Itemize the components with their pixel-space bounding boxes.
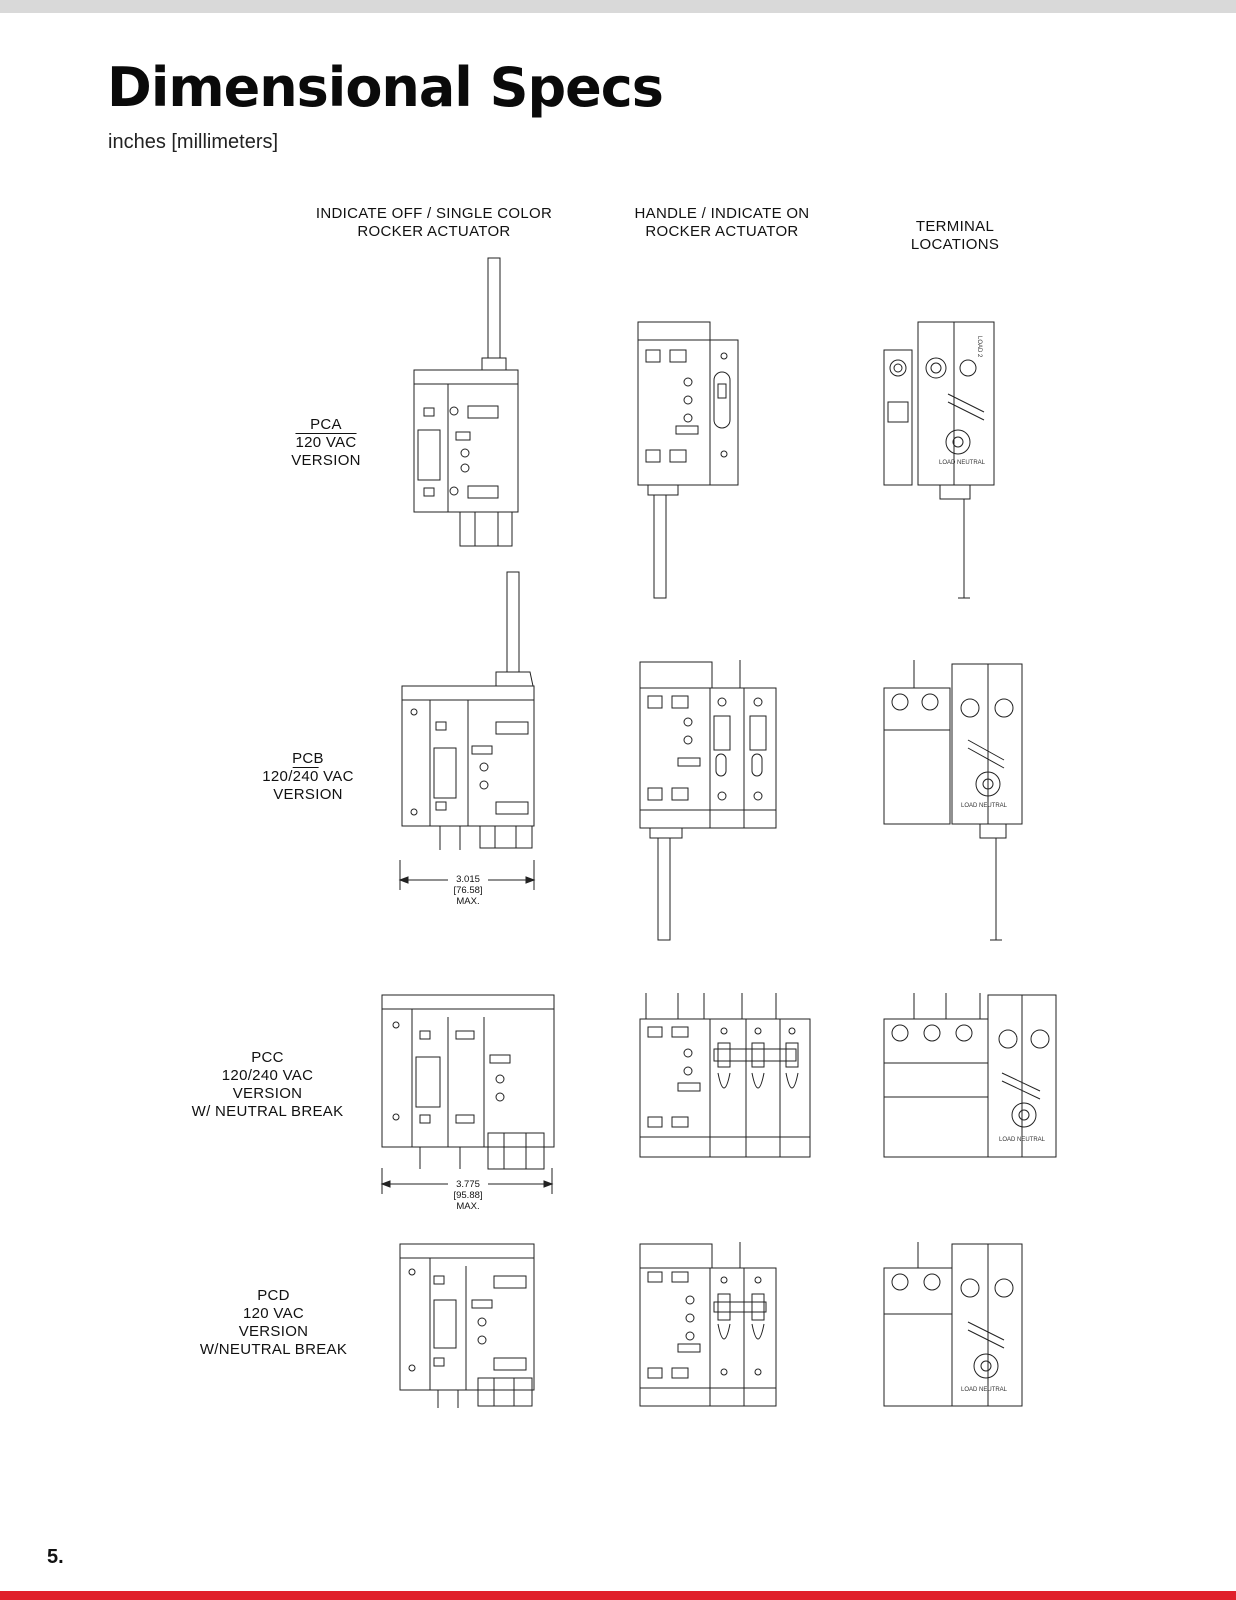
pcb-indicate-off-drawing xyxy=(400,570,540,850)
pca-terminal-locations-drawing: LOAD 2 LOAD NEUTRAL xyxy=(884,322,1009,600)
page-title: Dimensional Specs xyxy=(107,56,664,119)
top-bar xyxy=(0,0,1236,13)
pcc-width-dimension: 3.775 [95.88] MAX. xyxy=(453,1179,483,1212)
row-label-pcb: PCB 120/240 VAC VERSION xyxy=(262,750,354,803)
bottom-accent-bar xyxy=(0,1591,1236,1600)
pcb-terminal-neutral-label: LOAD NEUTRAL xyxy=(961,803,1008,809)
pcc-terminal-neutral-label: LOAD NEUTRAL xyxy=(999,1137,1046,1143)
pcb-width-dimension-line xyxy=(398,860,538,890)
pcc-width-dimension-line xyxy=(380,1168,556,1194)
page-number: 5. xyxy=(47,1546,64,1568)
terminal-neutral-label: LOAD NEUTRAL xyxy=(939,460,986,466)
row-label-pca: PCA 120 VAC VERSION xyxy=(291,416,361,469)
terminal-load2-label: LOAD 2 xyxy=(976,336,982,358)
pca-handle-on-drawing xyxy=(636,322,746,600)
pca-indicate-off-drawing xyxy=(410,258,540,548)
pcd-indicate-off-drawing xyxy=(398,1242,538,1408)
row-label-pcc: PCC 120/240 VAC VERSION W/ NEUTRAL BREAK xyxy=(191,1049,344,1120)
pcb-handle-on-drawing xyxy=(638,660,778,942)
pcb-terminal-locations-drawing: LOAD NEUTRAL xyxy=(884,660,1026,942)
pcb-width-dimension: 3.015 [76.58] MAX. xyxy=(453,874,483,907)
pcd-handle-on-drawing xyxy=(638,1242,778,1408)
pcd-terminal-locations-drawing: LOAD NEUTRAL xyxy=(884,1242,1026,1408)
row-label-pcd: PCD 120 VAC VERSION W/NEUTRAL BREAK xyxy=(199,1287,348,1358)
units-subtitle: inches [millimeters] xyxy=(108,131,279,153)
pcc-terminal-locations-drawing: LOAD NEUTRAL xyxy=(884,993,1058,1159)
pcc-handle-on-drawing xyxy=(638,993,812,1159)
pcd-terminal-neutral-label: LOAD NEUTRAL xyxy=(961,1387,1008,1393)
pcc-indicate-off-drawing xyxy=(380,993,556,1171)
